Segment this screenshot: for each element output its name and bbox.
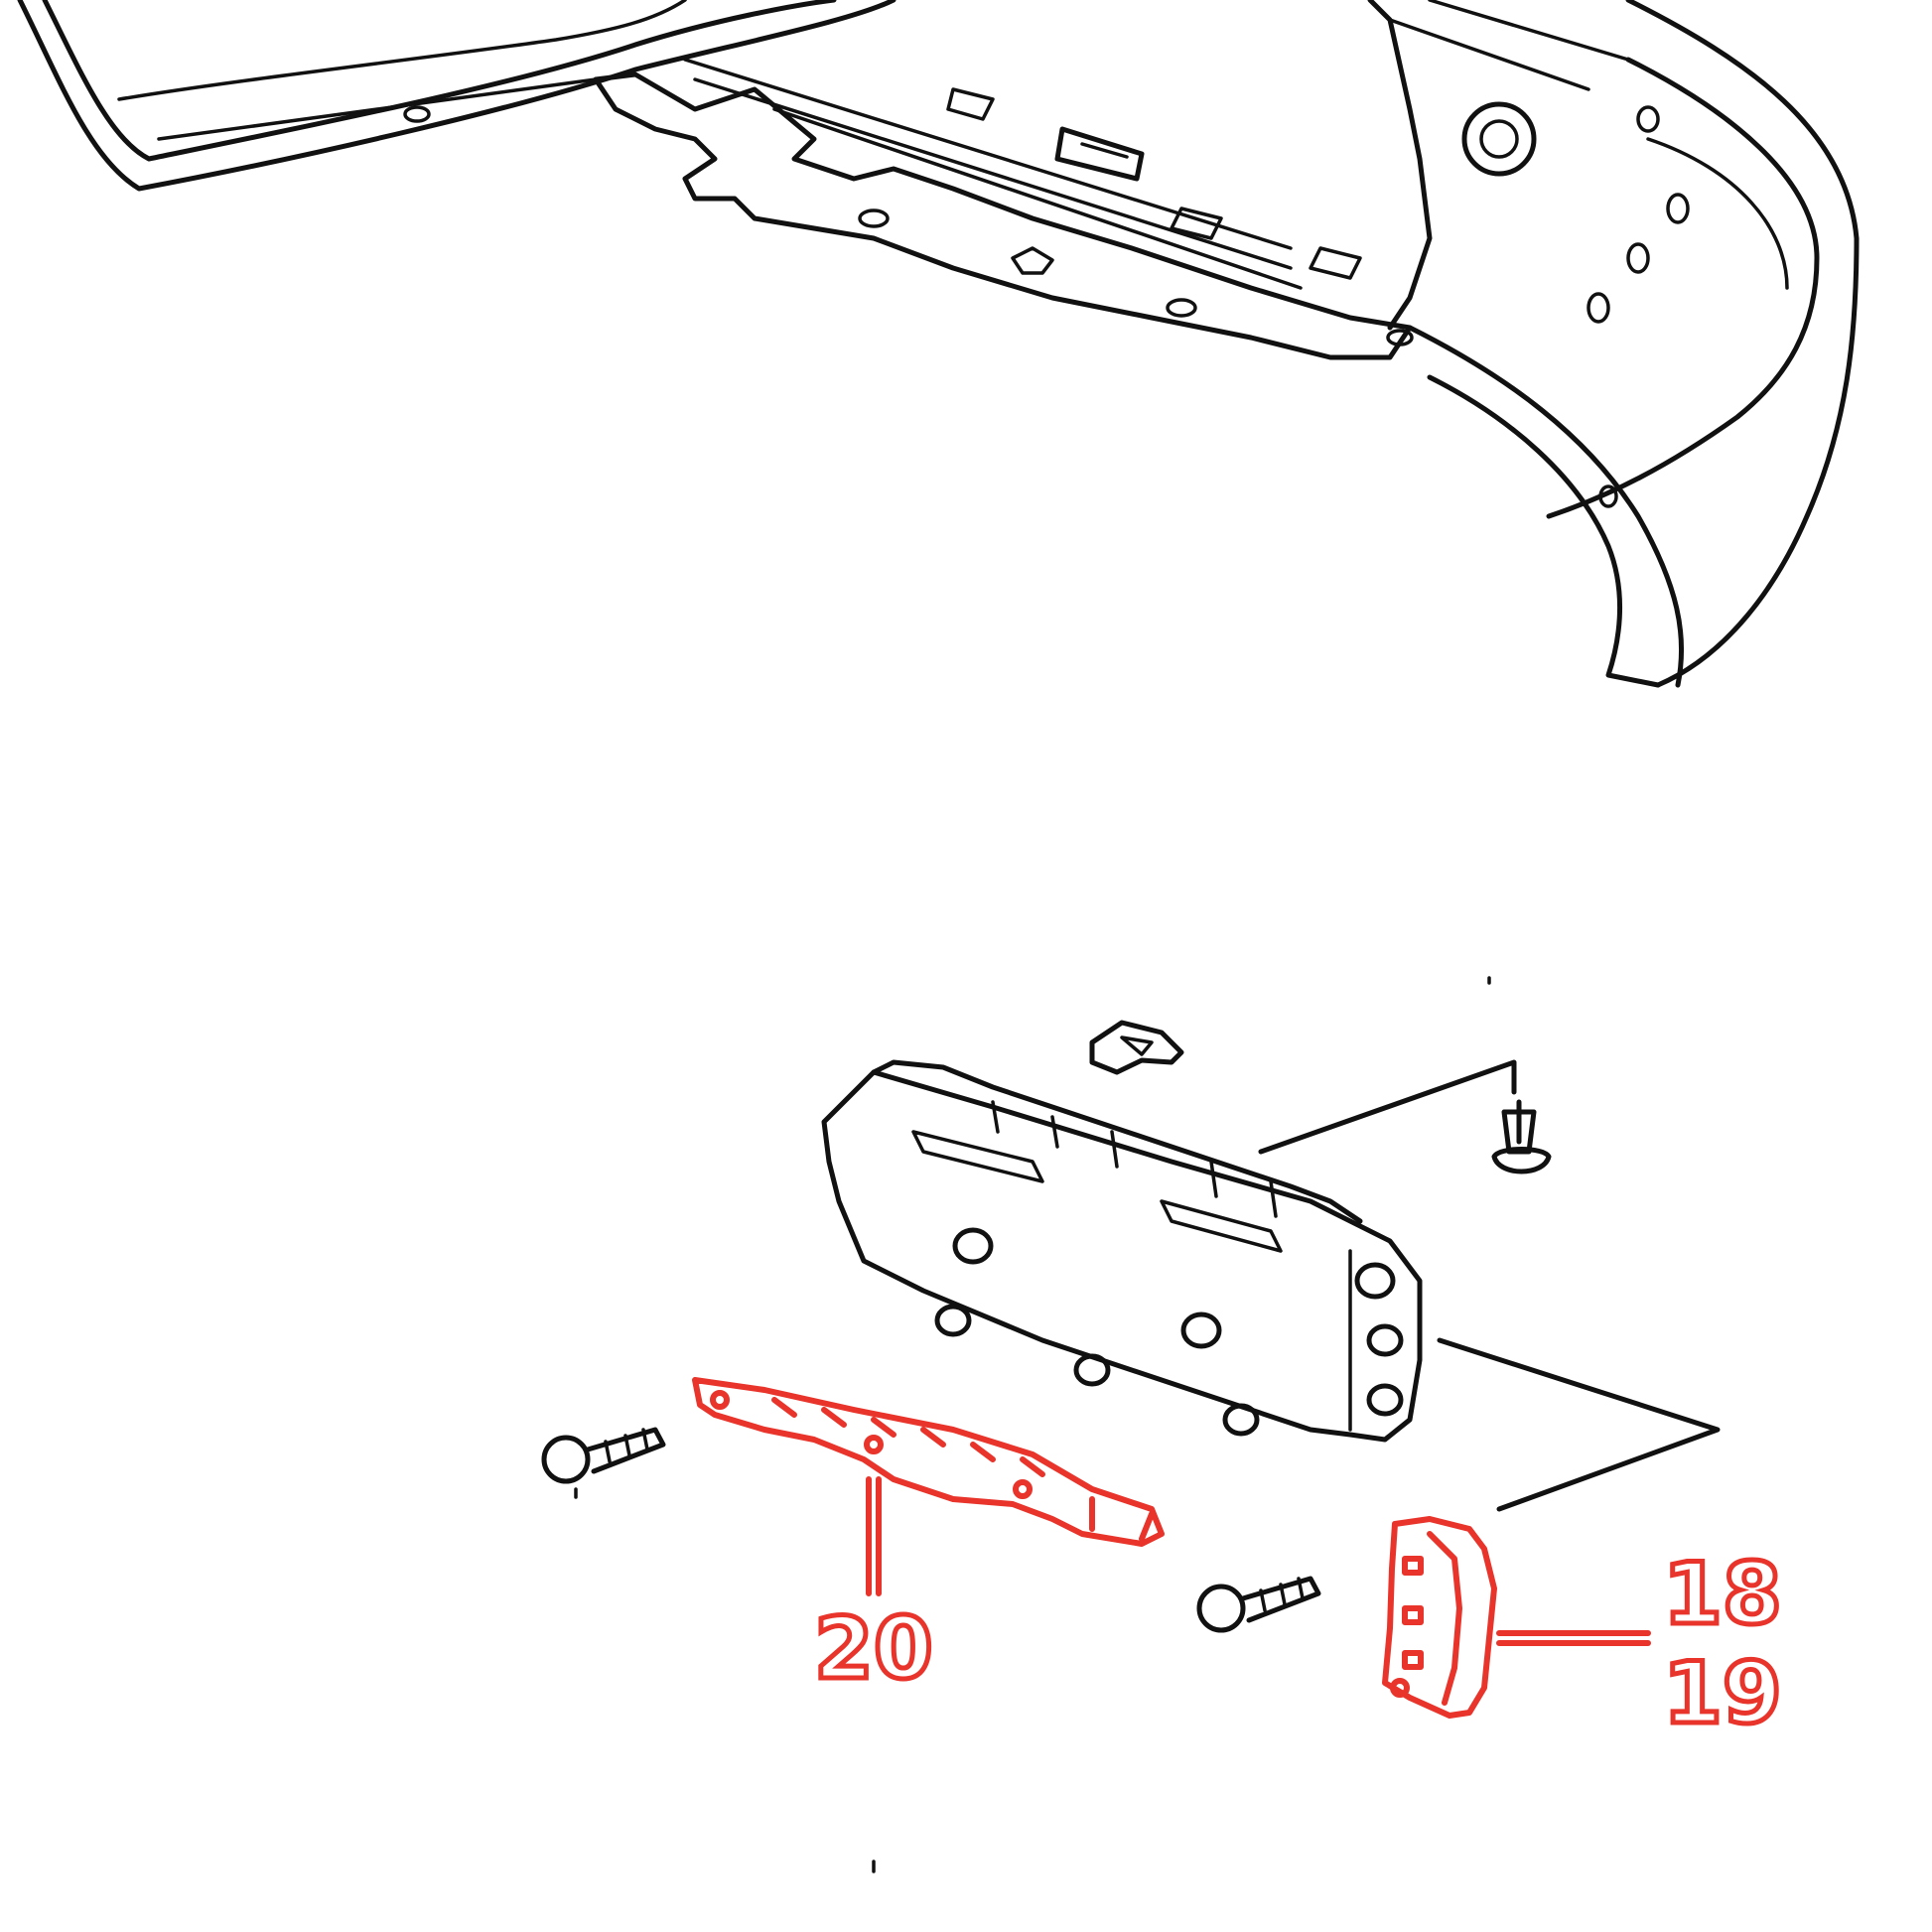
bolt-upper [1491, 1099, 1552, 1174]
clip-nut [1089, 1020, 1184, 1075]
bolt-left [541, 1427, 666, 1484]
energy-absorber [821, 1059, 1423, 1443]
bumper-cover [17, 0, 1860, 688]
bolt-center [1196, 1576, 1321, 1633]
callout-19: 19 [1663, 1644, 1782, 1743]
part-18-19-bracket [1382, 1516, 1651, 1719]
callout-18: 18 [1663, 1545, 1782, 1644]
scan-mark [574, 976, 1491, 1873]
callout-20: 20 [814, 1599, 933, 1699]
leader-bracket [1258, 1059, 1721, 1512]
part-20-bracket [692, 1377, 1165, 1596]
